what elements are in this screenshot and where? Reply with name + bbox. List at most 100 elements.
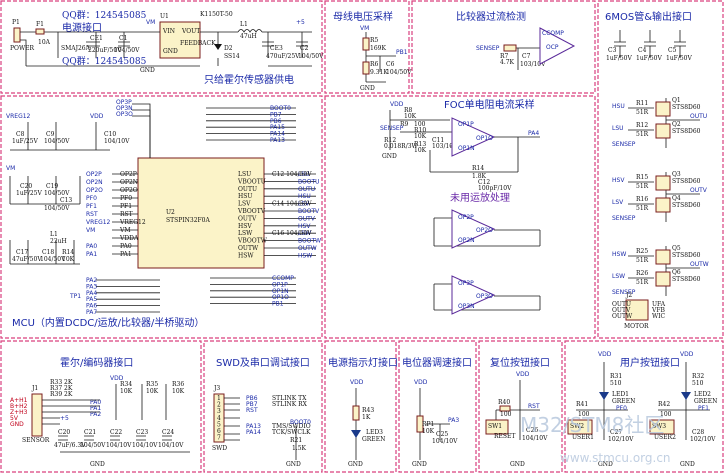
resistor-r5 <box>362 37 370 51</box>
mos-phase-wire <box>628 98 700 148</box>
bus-gnd: GND <box>360 85 375 92</box>
mos-r-hi-val: 51R <box>636 109 649 116</box>
hall-connector <box>31 393 43 437</box>
power-connector-name: POWER <box>10 45 35 52</box>
pled-led <box>351 430 361 438</box>
u1-pin-gnd: GND <box>163 48 178 55</box>
reset-button[interactable] <box>485 419 509 435</box>
mos-net-hi: HSU <box>612 103 625 110</box>
mos-r-lo-val: 51R <box>636 205 649 212</box>
mcu-right-pin: OUTV <box>238 215 257 222</box>
r6-value: 9.31K <box>370 69 388 76</box>
user-button-circuit: VDD VDD R31510LED1GREENR41100PF0SW2USER1… <box>567 351 717 468</box>
motor-pin-ufa: UFA <box>652 301 666 308</box>
mos-r-lo-val: 51R <box>636 279 649 286</box>
mcu-c9-ref: C9 <box>46 131 55 138</box>
mos-net-lo: LSW <box>612 273 625 280</box>
mos-q-hi: Q3 <box>672 171 681 178</box>
title-bus-voltage: 母线电压采样 <box>333 10 393 23</box>
pled-r-ref: R43 <box>362 407 374 414</box>
mcu-l1-val: 22uH <box>50 238 67 245</box>
mos-r-lo: R26 <box>636 270 648 277</box>
ubtn-sw-name: USER2 <box>654 434 676 441</box>
pot-net-pa3: PA3 <box>448 417 459 424</box>
mcu-c8-ref: C8 <box>16 131 25 138</box>
r13-ref: R13 <box>414 141 426 148</box>
user-button[interactable] <box>649 419 675 435</box>
l1-ref: L1 <box>240 21 248 28</box>
reset-sw-ref: SW1 <box>488 423 502 430</box>
mos-q-lo: Q6 <box>672 269 681 276</box>
mos-q-lo-part: STS8D60 <box>672 128 701 135</box>
pot-cap-val: 104/10V <box>432 438 458 445</box>
hall-pull-val: 10K <box>146 388 159 395</box>
u1-ref: U1 <box>160 13 169 20</box>
r8-ref: R8 <box>404 107 413 114</box>
cmp-net-sensep: SENSEP <box>476 45 500 52</box>
mos-r-hi: R15 <box>636 174 648 181</box>
qq-note-2: QQ群：124545085 <box>62 55 147 67</box>
mcu-left-pin: VDDA <box>119 235 139 242</box>
mcu-left-net: PA0 <box>86 243 97 250</box>
unused-opamp-3 <box>451 275 496 315</box>
unused-op3n: OP3N <box>458 303 475 310</box>
tvs-part: SMAJ26A <box>61 45 91 52</box>
mcu-left-net: PF0 <box>86 195 97 202</box>
hall-cap-symbol <box>110 435 120 441</box>
mos-phase-wire <box>628 246 700 296</box>
hall-cap-symbol <box>162 435 172 441</box>
panel-mosfet <box>597 0 724 339</box>
mcu-bottomleft-net: PA6 <box>86 303 97 310</box>
hall-pull-val: 10K <box>172 388 185 395</box>
hall-cap-ref: C23 <box>136 429 148 436</box>
swd-pin-num: 7 <box>217 435 221 442</box>
ubtn-vdd-2: VDD <box>680 351 694 358</box>
mos-net-hi: HSW <box>612 251 626 258</box>
mosfet-high <box>655 175 671 191</box>
foc-op1n: OP1N <box>458 145 475 152</box>
ubtn-sw-name: USER1 <box>572 434 594 441</box>
panel-power-led <box>324 340 397 473</box>
r5-ref: R5 <box>370 37 379 44</box>
pled-r-val: 1K <box>362 414 371 421</box>
mcu-circuit: U2 STSPIN32F0A VDD C10 104/10V VREG12 C8… <box>6 99 321 316</box>
swd-net: PB7 <box>246 401 258 408</box>
gnd-label-power: GND <box>140 67 155 74</box>
mcu-left-net: PA1 <box>86 251 97 258</box>
swd-net: RST <box>246 407 258 414</box>
hall-cap-symbol <box>84 435 94 441</box>
hall-connector-ref: J1 <box>31 385 38 392</box>
mos-cap-symbol <box>614 30 626 58</box>
unused-op3p: OP3P <box>458 280 474 287</box>
hall-res-ref: R39 <box>50 391 62 398</box>
mos-net-hi: HSV <box>612 177 625 184</box>
mos-q-lo: Q4 <box>672 195 681 202</box>
mcu-left-pin: OP2O <box>120 187 138 194</box>
mos-cap-symbol <box>674 30 686 58</box>
c11-ref: C11 <box>432 137 444 144</box>
fuse <box>35 28 45 35</box>
hall-cap-val: 47uF/6.3V <box>54 442 86 449</box>
mos-r-hi: R11 <box>636 100 648 107</box>
user-button[interactable] <box>567 419 593 435</box>
mcu-right-net: LSV <box>298 201 310 208</box>
mcu-vdd: VDD <box>90 113 104 120</box>
foc-current-sense: VDD R8 10K R9 100 SENSEP R10 10K R12 0.0… <box>380 101 541 315</box>
hall-cap-ref: C22 <box>110 429 122 436</box>
unused-op3o: OP3O <box>476 293 493 300</box>
mcu-top-wire <box>132 109 151 158</box>
qq-note-1: QQ群：124545085 <box>62 9 147 21</box>
mcu-c20-val: 1uF/25V <box>16 190 43 197</box>
hall-gnd: GND <box>90 461 105 468</box>
mos-cap-ref: C4 <box>638 47 647 54</box>
hall-res-val: 2K <box>64 379 73 386</box>
hall-net: PA2 <box>90 411 101 418</box>
u1-pin-vin: VIN <box>162 28 175 35</box>
mcu-left-pin: PF1 <box>120 203 132 210</box>
mos-cap-ref: C3 <box>608 47 617 54</box>
mcu-right-net: OUTW <box>298 245 317 252</box>
ubtn-r-val: 100 <box>660 411 672 418</box>
ubtn-wire <box>576 362 628 440</box>
